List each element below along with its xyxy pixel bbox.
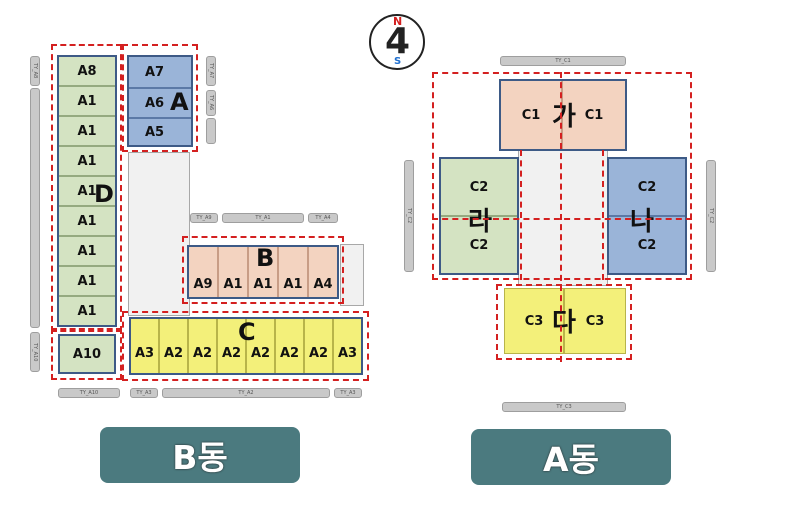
core-east-stair <box>340 244 364 306</box>
plate-ty-a10-bottom: TY_A10 <box>58 388 120 398</box>
ga-frame <box>499 79 627 151</box>
plate-ty-a4: TY_A4 <box>308 213 338 223</box>
b-row: A9 A1 A1 A1 A4 <box>188 246 338 298</box>
plate-ty-a8: TY_A8 <box>30 56 40 86</box>
building-a-button[interactable]: A동 <box>471 429 671 485</box>
a-right-divider <box>602 150 604 280</box>
zone-a-boundary <box>122 44 198 152</box>
plate-ty-c2-left: TY_C2 <box>404 160 414 272</box>
compass-south-label: S <box>394 56 402 67</box>
unit-a1: A1 <box>58 116 116 146</box>
unit-c2-na-top: C2 <box>608 158 686 216</box>
zone-c-label: C <box>238 318 256 346</box>
plate-ty-a6: TY_A6 <box>206 90 216 116</box>
a-horizontal-divider <box>432 218 692 220</box>
zone-a-label: A <box>170 88 189 116</box>
a-outer-boundary <box>432 72 692 280</box>
unit-c2-ra-bottom: C2 <box>440 216 518 274</box>
plate-ty-a1-b: TY_A1 <box>222 213 304 223</box>
zone-da-label: 다 <box>552 308 576 338</box>
plate-ty-a9: TY_A9 <box>190 213 218 223</box>
zone-d-boundary <box>51 44 122 332</box>
compass-north-label: N <box>393 15 403 28</box>
unit-c3-right: C3 <box>564 288 626 354</box>
zone-b-boundary <box>182 236 344 304</box>
a-block-frame <box>127 55 193 147</box>
zone-d-label: D <box>94 180 114 208</box>
zone-ra-label: 라 <box>468 207 492 237</box>
zone-a10-boundary <box>51 328 122 380</box>
plate-ty-a3-left: TY_A3 <box>130 388 158 398</box>
c-row: A3 A2 A2 A2 A2 A2 A2 A3 <box>130 318 362 374</box>
na-frame <box>607 157 687 275</box>
zone-na-label: 나 <box>630 207 654 237</box>
zone-b-label: B <box>256 244 275 272</box>
unit-a10: A10 <box>58 334 116 374</box>
unit-a1: A1 <box>58 146 116 176</box>
c-row-frame <box>129 317 363 375</box>
plate-ty-c2-right: TY_C2 <box>706 160 716 272</box>
unit-a1: A1 <box>248 246 278 298</box>
plate-ty-a7: TY_A7 <box>206 56 216 86</box>
d-column-frame <box>57 55 117 327</box>
plate-ty-a3-right: TY_A3 <box>334 388 362 398</box>
unit-a2: A2 <box>159 318 188 374</box>
unit-a2: A2 <box>275 318 304 374</box>
building-b-button[interactable]: B동 <box>100 427 300 483</box>
unit-a1: A1 <box>58 206 116 236</box>
a-left-divider <box>520 150 522 280</box>
core-corridor <box>128 152 190 316</box>
unit-a7: A7 <box>128 56 192 88</box>
plate-ty-a2: TY_A2 <box>162 388 330 398</box>
zone-da-boundary <box>496 284 632 360</box>
zone-c-boundary <box>122 311 369 381</box>
zone-ga-label: 가 <box>552 102 576 132</box>
d-column: A8 A1 A1 A1 A1 A1 A1 A1 A1 <box>58 56 116 326</box>
plate-ty-a5 <box>206 118 216 144</box>
plate-ty-a10-left: TY_A10 <box>30 332 40 372</box>
unit-c3-left: C3 <box>504 288 564 354</box>
plate-ty-a1-left <box>30 88 40 328</box>
ra-frame <box>439 157 519 275</box>
compass-number: 4 <box>385 21 411 62</box>
unit-a1: A1 <box>218 246 248 298</box>
plate-ty-c3: TY_C3 <box>502 402 626 412</box>
a-vertical-divider <box>560 72 562 362</box>
b-row-frame <box>187 245 339 299</box>
plate-ty-c1: TY_C1 <box>500 56 626 66</box>
unit-a6: A6 <box>128 88 192 118</box>
unit-a2: A2 <box>217 318 246 374</box>
compass: N 4 S <box>369 14 425 70</box>
unit-c2-ra-top: C2 <box>440 158 518 216</box>
unit-a3: A3 <box>130 318 159 374</box>
